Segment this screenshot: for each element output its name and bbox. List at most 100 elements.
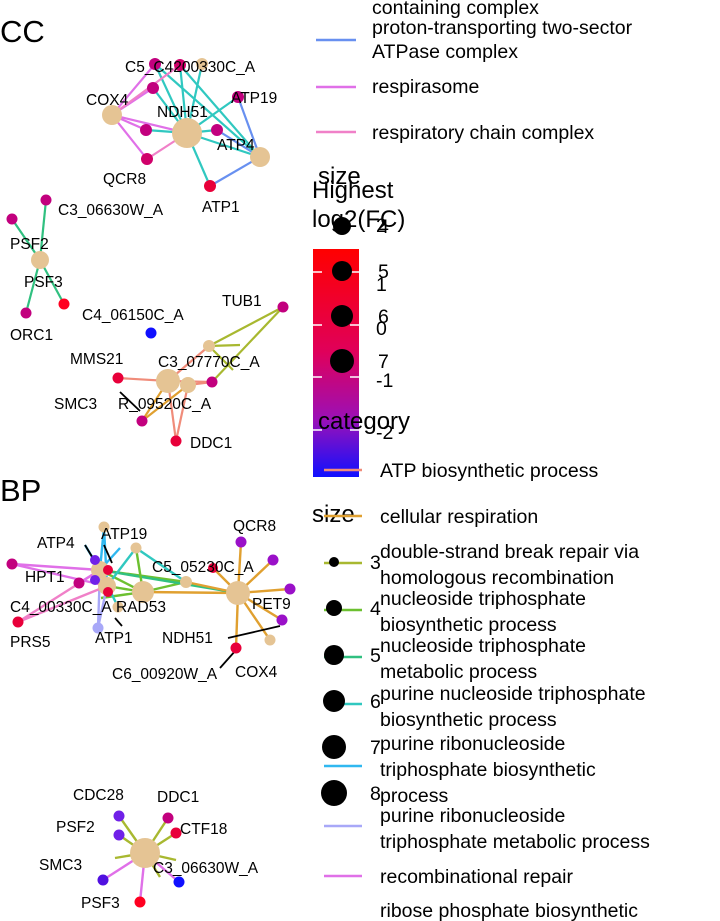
panel-label-cc: CC	[0, 14, 45, 49]
node-atp1	[204, 180, 216, 192]
label-c3-06630w: C3_06630W_A	[58, 202, 164, 219]
legend-size-top-dot-1	[332, 261, 352, 281]
legend-size-title-bottom: size	[312, 501, 355, 528]
legend-fc-title-2: log2(FC)	[312, 206, 405, 233]
node-c3-06630w	[40, 194, 52, 206]
node-repair-hub3	[203, 340, 215, 352]
label-cox4: COX4	[86, 92, 129, 109]
node-c5b	[174, 59, 186, 71]
label-psf2: PSF2	[10, 236, 49, 253]
label-c4-06150c: C4_06150C_A	[82, 307, 184, 324]
legend-size-bottom-dot-3	[323, 690, 345, 712]
node-cc-a	[147, 82, 159, 94]
label-atp4: ATP4	[217, 137, 255, 154]
node-orc1	[20, 307, 32, 319]
node-star-hub	[130, 838, 160, 868]
legend-fc-tick-1: 1	[376, 274, 387, 296]
label-atp4-bp: ATP4	[37, 535, 75, 552]
label-ndh51-bp: NDH51	[162, 630, 213, 647]
node-bp-j	[208, 563, 218, 573]
node-psf3	[58, 298, 70, 310]
node-rad53-hub	[132, 581, 154, 603]
label-qcr8-bp: QCR8	[233, 518, 276, 535]
label-psf3: PSF3	[24, 274, 63, 291]
label-orc1: ORC1	[10, 327, 53, 344]
legend-fc-tick-2: 0	[376, 318, 387, 340]
legend-cat-2-l1: double-strand break repair via	[380, 541, 639, 563]
node-c5	[149, 58, 161, 70]
legend-size-top-tick-2: 6	[378, 306, 389, 328]
legend-cat-9-l1: ribose phosphate biosynthetic	[380, 900, 638, 921]
legend-size-bottom-dot-4	[322, 735, 346, 759]
legend-size-bottom-dot-1	[326, 600, 342, 616]
legend-cc-item-2-line1: respirasome	[372, 76, 479, 98]
cc-nodes	[102, 58, 270, 192]
label-c3-06630w-bp: C3_06630W_A	[153, 860, 259, 877]
label-qcr8: QCR8	[103, 171, 146, 188]
label-atp19: ATP19	[231, 90, 277, 107]
label-c5: C5_C4200330C_A	[125, 59, 256, 76]
legend-cat-8-l1: recombinational repair	[380, 866, 573, 888]
legend-cat-6-l1: purine ribonucleoside	[380, 733, 565, 755]
legend-size-bottom-tick-5: 8	[370, 783, 381, 805]
node-hpt1-bp	[6, 558, 18, 570]
node-bp-top2	[130, 542, 142, 554]
cc-labels-a: C5_C4200330C_A COX4 NDH51 ATP19 ATP4 QCR…	[86, 59, 277, 216]
label-smc3-bp: SMC3	[39, 857, 82, 874]
node-ctf18	[170, 827, 182, 839]
legend-cc-item-1-line1: proton-transporting two-sector	[372, 17, 633, 39]
legend-size-top-tick-0: 4	[378, 216, 389, 238]
label-tub1: TUB1	[222, 293, 262, 310]
node-bp-g	[103, 565, 113, 575]
node-smc3	[136, 415, 148, 427]
node-bp-e	[73, 577, 85, 589]
node-ndh51-bp	[276, 614, 288, 626]
label-pet9: PET9	[252, 596, 291, 613]
legend-fc-tick-4: -2	[376, 422, 393, 444]
label-c4-00330c: C4_00330C_A	[10, 599, 112, 616]
node-qcr8	[141, 153, 153, 165]
label-hpt1: HPT1	[25, 569, 65, 586]
label-psf3-bp: PSF3	[81, 895, 120, 912]
label-ctf18: CTF18	[180, 821, 227, 838]
node-cdc28	[113, 810, 125, 822]
legend-cat-3-l2: biosynthetic process	[380, 614, 557, 636]
node-ndh51-hub	[172, 118, 202, 148]
node-mms21	[112, 372, 124, 384]
legend-fc-tick-0: 2	[376, 215, 387, 237]
node-c3-06630w-bp	[173, 876, 185, 888]
legend-size-bottom-tick-2: 5	[370, 645, 381, 667]
legend-size-title-top: size	[318, 163, 361, 190]
node-psf2-bp	[113, 829, 125, 841]
node-prs5	[12, 616, 24, 628]
label-ndh51: NDH51	[157, 104, 208, 121]
node-tub1	[277, 301, 289, 313]
node-cc-c	[140, 124, 152, 136]
legend-cat-4-l2: metabolic process	[380, 661, 537, 683]
node-cc-b	[211, 124, 223, 136]
node-cox4-hub	[102, 105, 122, 125]
node-c6-00920w	[230, 642, 242, 654]
node-atp19	[232, 91, 244, 103]
node-c3-07770c-hub	[156, 369, 180, 393]
node-repair-hub2	[180, 377, 196, 393]
label-rad53: RAD53	[116, 599, 166, 616]
node-bp-b	[267, 554, 279, 566]
bp-labels-a: QCR8 ATP19 ATP4 C5_05230C_A HPT1 PET9 C4…	[10, 518, 291, 683]
label-atp1-bp: ATP1	[95, 630, 133, 647]
legend-size-bottom-dot-5	[321, 780, 347, 806]
legend-fc-title-1: Highest	[312, 177, 394, 204]
legend-cat-1-l1: cellular respiration	[380, 506, 538, 528]
legend-cat-5-l1: purine nucleoside triphosphate	[380, 683, 646, 705]
legend-size-bottom-dot-0	[329, 557, 339, 567]
node-c4-06150c	[145, 327, 157, 339]
label-mms21: MMS21	[70, 351, 123, 368]
legend-cat-2-l2: homologous recombination	[380, 567, 614, 589]
legend-cc-item-0-line1: containing complex	[372, 0, 539, 19]
label-cdc28: CDC28	[73, 787, 124, 804]
label-c5-05230c: C5_05230C_A	[152, 559, 254, 576]
legend-size-bottom-tick-4: 7	[370, 737, 381, 759]
legend-cc-item-3-line1: respiratory chain complex	[372, 122, 594, 144]
legend-cat-6-l2: triphosphate biosynthetic	[380, 759, 596, 781]
